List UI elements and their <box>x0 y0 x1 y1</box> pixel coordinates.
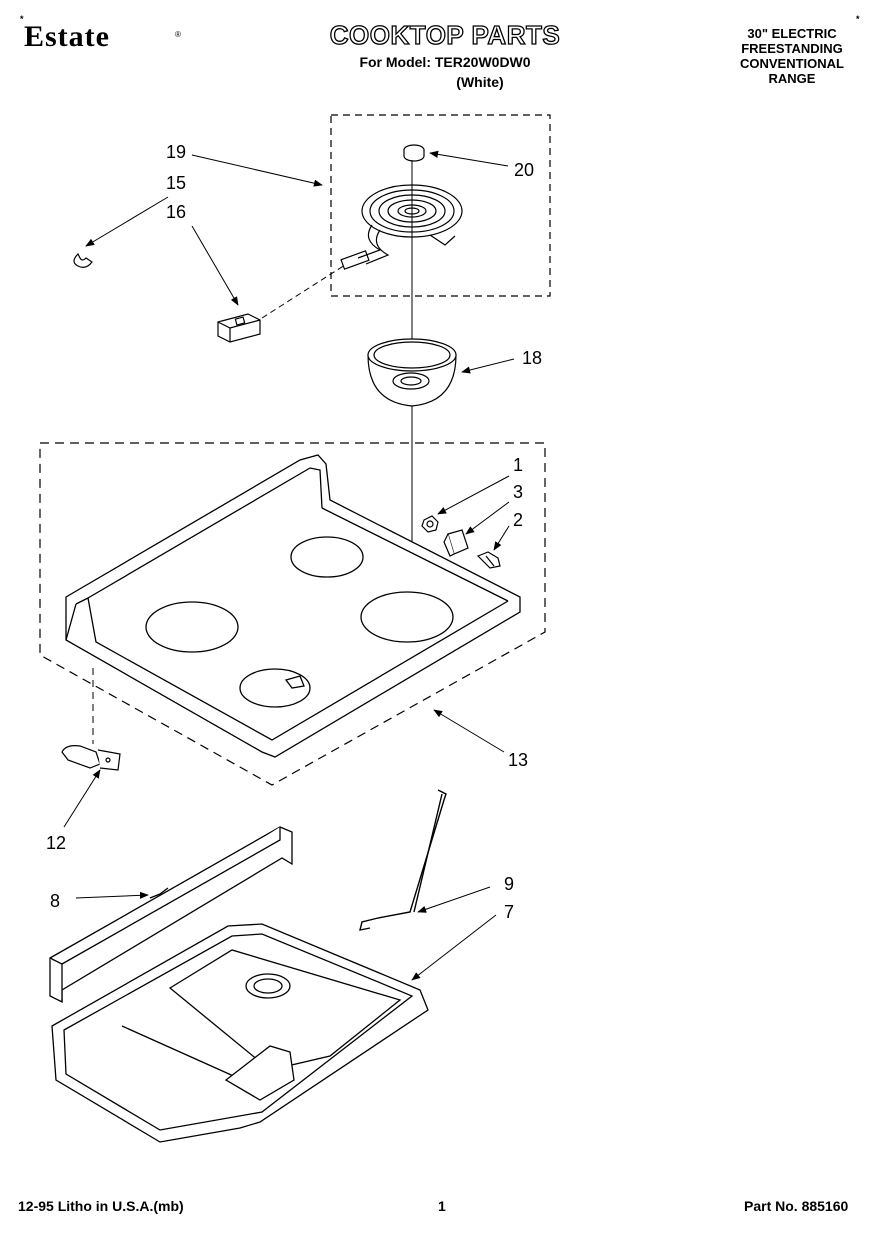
page-title: COOKTOP PARTS <box>329 20 561 50</box>
model-line: For Model: TER20W0DW0 <box>359 54 531 70</box>
page-number: 1 <box>438 1198 446 1214</box>
brand-logo: Estate <box>24 20 110 53</box>
receptacle-illustration <box>217 313 261 343</box>
clip-illustration <box>73 252 93 268</box>
callout-7: 7 <box>504 902 514 922</box>
callout-20: 20 <box>514 160 534 180</box>
range-line-4: RANGE <box>768 71 816 86</box>
range-line-3: CONVENTIONAL <box>740 56 844 71</box>
wire-clamp-illustration <box>61 745 121 771</box>
drip-bowl-illustration <box>367 338 457 407</box>
callout-15: 15 <box>166 173 186 193</box>
callout-1: 1 <box>513 455 523 475</box>
rod-illustration <box>359 789 447 931</box>
element-cap-illustration <box>403 144 425 162</box>
callout-9: 9 <box>504 874 514 894</box>
range-description: 30" ELECTRIC FREESTANDING CONVENTIONAL R… <box>712 26 872 86</box>
brand-registered-mark: ® <box>175 30 181 39</box>
deflector-illustration <box>49 826 293 1004</box>
corner-mark-left: * <box>20 14 24 24</box>
range-line-2: FREESTANDING <box>741 41 843 56</box>
callout-12: 12 <box>46 833 66 853</box>
range-line-1: 30" ELECTRIC <box>747 26 837 41</box>
callout-3: 3 <box>513 482 523 502</box>
litho-line: 12-95 Litho in U.S.A.(mb) <box>18 1198 184 1214</box>
surface-element-illustration <box>340 184 463 270</box>
callout-18: 18 <box>522 348 542 368</box>
callout-16: 16 <box>166 202 186 222</box>
cooktop-illustration <box>65 454 521 758</box>
callout-19: 19 <box>166 142 186 162</box>
callout-leaders <box>63 150 515 981</box>
bracket-illustration <box>443 529 469 557</box>
element-group-box <box>330 114 551 297</box>
part-number: Part No. 885160 <box>744 1198 849 1214</box>
cooktop-group-outline <box>39 442 546 786</box>
callout-8: 8 <box>50 891 60 911</box>
screw-illustration <box>476 551 501 569</box>
callout-2: 2 <box>513 510 523 530</box>
burner-box-illustration <box>51 923 429 1143</box>
color-line: (White) <box>456 74 504 90</box>
callout-13: 13 <box>508 750 528 770</box>
corner-mark-right: * <box>856 14 860 24</box>
nut-illustration <box>421 515 439 533</box>
